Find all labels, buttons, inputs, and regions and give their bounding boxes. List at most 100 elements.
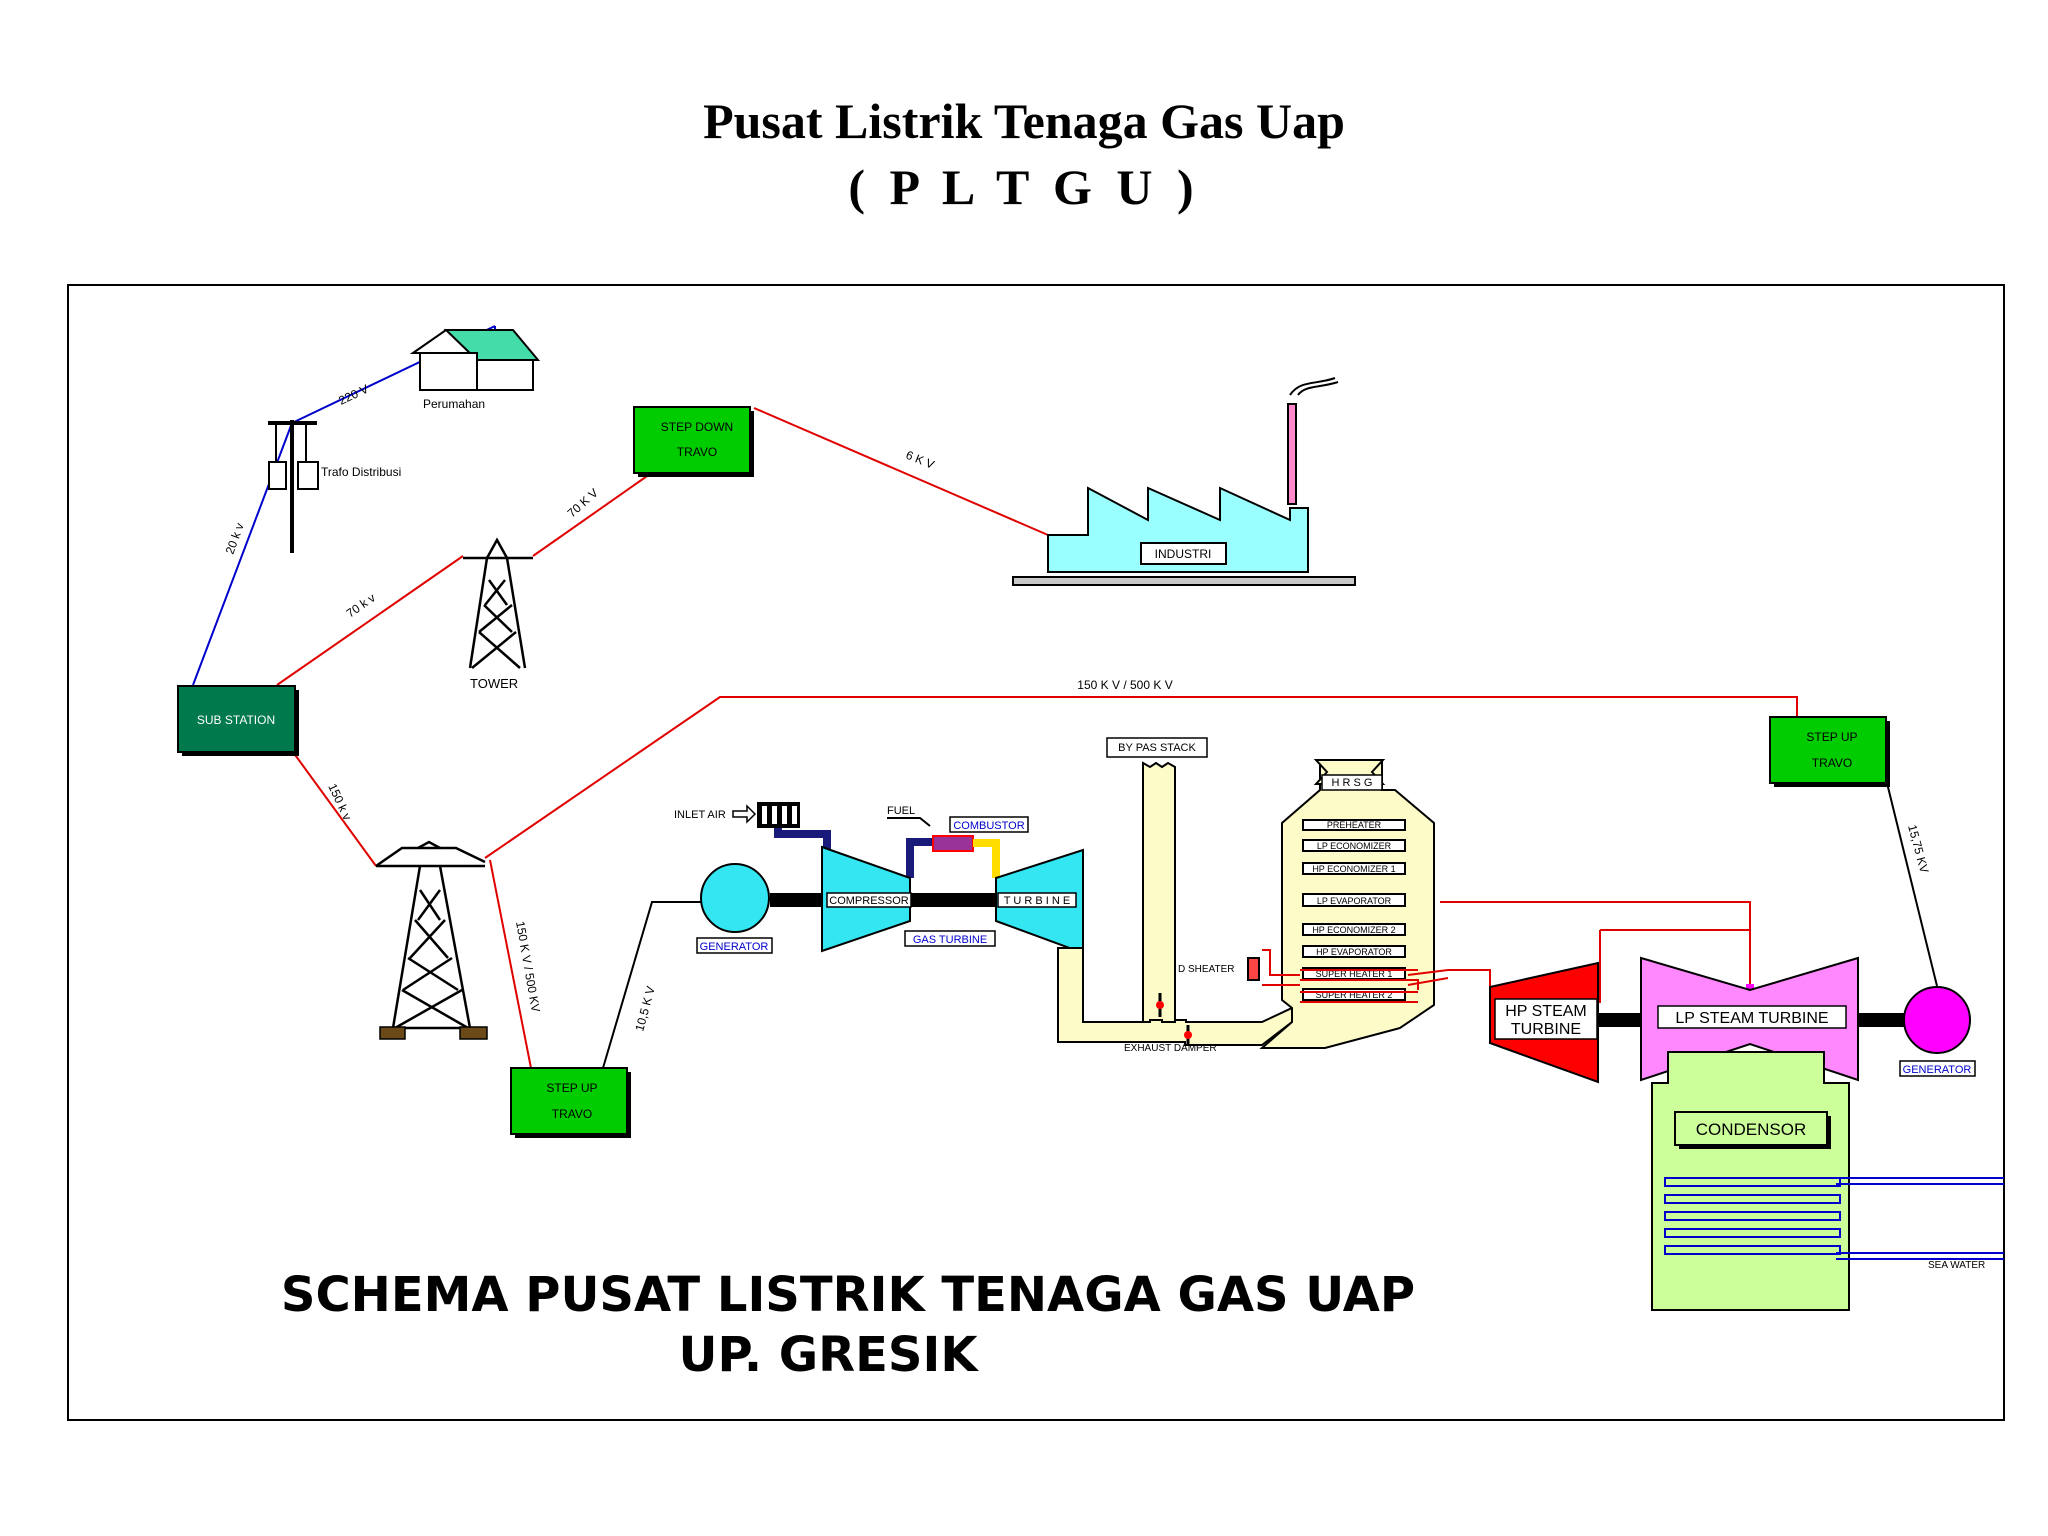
tower-footing-right — [459, 1026, 488, 1040]
ds-heater — [1247, 957, 1260, 981]
schema-caption: SCHEMA PUSAT LISTRIK TENAGA GAS UAP UP. … — [268, 1265, 1428, 1385]
label-hp-steam-line1: HP STEAM — [1505, 1003, 1587, 1020]
schema-caption-line2: UP. GRESIK — [678, 1327, 978, 1383]
hrsg-section-label: HP EVAPORATOR — [1316, 947, 1392, 957]
line-150-500kv-side — [489, 859, 532, 1069]
label-step-down: STEP DOWN — [661, 420, 733, 434]
step-up-travo-steam-box — [1769, 716, 1887, 784]
compressed-air-duct — [906, 838, 933, 878]
line-15-75kv — [1886, 782, 1938, 987]
condensor-body — [1651, 1051, 1850, 1311]
hrsg-section-inner — [1304, 925, 1404, 934]
sea-water-coil — [1664, 1177, 2004, 1260]
label-gas-generator: GENERATOR — [700, 941, 769, 953]
line-10-5kv — [602, 901, 703, 1069]
inlet-air-arrow — [732, 804, 757, 824]
line-6kv — [753, 407, 1049, 536]
label-bypass-stack: BY PAS STACK — [1118, 742, 1196, 754]
industry-building — [1012, 403, 1356, 586]
gas-generator-label-box — [696, 937, 773, 954]
step-up-travo-gas-box — [510, 1067, 628, 1135]
label-ds-heater: D SHEATER — [1178, 964, 1235, 975]
fuel-arrow — [887, 817, 931, 827]
hrsg-section-inner — [1304, 841, 1404, 850]
line-70kv-b — [532, 473, 651, 557]
label-step-up-steam-travo: TRAVO — [1812, 756, 1852, 770]
label-step-up-gas: STEP UP — [546, 1081, 597, 1095]
line-70kv-a — [276, 555, 464, 686]
steam-generator-label-box — [1899, 1060, 1976, 1077]
exhaust-duct — [1057, 947, 1293, 1046]
page-subtitle: ( P L T G U ) — [848, 159, 1200, 215]
label-lp-steam: LP STEAM TURBINE — [1675, 1010, 1828, 1027]
label-perumahan: Perumahan — [423, 397, 485, 411]
distribution-pole — [268, 420, 319, 553]
label-industri: INDUSTRI — [1155, 547, 1212, 561]
bypass-damper-valve — [1156, 1001, 1164, 1009]
gas-turbine-label-box — [904, 930, 996, 947]
label-sub-station: SUB STATION — [197, 713, 275, 727]
lp-steam-label-box — [1657, 1005, 1847, 1029]
exhaust-damper-valve — [1184, 1031, 1192, 1039]
label-compressor: COMPRESSOR — [829, 895, 909, 907]
hrsg-section-inner — [1304, 821, 1404, 829]
label-tower: TOWER — [470, 676, 518, 691]
air-duct — [774, 828, 831, 857]
hrsg-sections: PREHEATER LP ECONOMIZER HP ECONOMIZER 1 … — [1302, 819, 1406, 1001]
label-turbine: T U R B I N E — [1004, 895, 1070, 907]
hrsg-section-label: HP ECONOMIZER 1 — [1312, 864, 1395, 874]
page-title: Pusat Listrik Tenaga Gas Uap — [703, 93, 1345, 149]
line-150kv — [292, 751, 377, 867]
label-combustor: COMBUSTOR — [953, 820, 1024, 832]
tower-footing-left — [379, 1026, 406, 1040]
bypass-stack-label-box — [1106, 737, 1208, 758]
label-hp-steam-line2: TURBINE — [1511, 1021, 1581, 1038]
label-exhaust-damper: EXHAUST DAMPER — [1124, 1043, 1217, 1054]
steam-piping — [1262, 901, 1751, 1010]
hrsg-section-inner — [1304, 864, 1404, 873]
house — [409, 328, 541, 391]
label-gas-turbine: GAS TURBINE — [913, 934, 987, 946]
turbine-label-box — [997, 892, 1077, 908]
inlet-air-filter — [757, 802, 800, 828]
hrsg-label-box — [1321, 774, 1383, 791]
label-inlet-air: INLET AIR — [674, 809, 726, 821]
hp-steam-label-box — [1494, 998, 1598, 1040]
smoke-icon — [1289, 377, 1339, 396]
compressor-label-box — [826, 892, 912, 908]
label-step-up-steam: STEP UP — [1806, 730, 1857, 744]
label-sea-water: SEA WATER — [1928, 1260, 1985, 1271]
hrsg-section-inner — [1304, 895, 1404, 905]
hot-gas-duct — [973, 839, 1000, 878]
label-condensor: CONDENSOR — [1696, 1120, 1807, 1139]
condensor-label-box — [1674, 1111, 1828, 1146]
label-steam-generator: GENERATOR — [1903, 1064, 1972, 1076]
line-150-500kv-top — [484, 696, 1798, 859]
combustor-label-box — [949, 816, 1029, 833]
bypass-stack — [1142, 761, 1176, 1023]
label-step-up-gas-travo: TRAVO — [552, 1107, 592, 1121]
hrsg-section-label: LP EVAPORATOR — [1317, 896, 1392, 906]
big-tower — [375, 840, 486, 1030]
label-150-500kv-top: 150 K V / 500 K V — [1077, 678, 1172, 692]
hrsg-section-label: LP ECONOMIZER — [1317, 841, 1392, 851]
label-fuel: FUEL — [887, 805, 915, 817]
label-step-down-travo: TRAVO — [677, 445, 717, 459]
sub-station-box — [177, 685, 296, 753]
hrsg-section-label: HP ECONOMIZER 2 — [1312, 925, 1395, 935]
hrsg-section-inner — [1304, 990, 1404, 999]
hrsg-section-label: SUPER HEATER 1 — [1316, 969, 1393, 979]
schema-caption-line1: SCHEMA PUSAT LISTRIK TENAGA GAS UAP — [280, 1267, 1416, 1323]
gas-generator — [700, 863, 770, 933]
combustor — [932, 835, 974, 852]
steam-generator — [1903, 986, 1971, 1054]
hrsg-section-inner — [1304, 947, 1404, 956]
industri-label-box — [1140, 542, 1227, 565]
label-hrsg: H R S G — [1332, 777, 1373, 789]
label-trafo-distribusi: Trafo Distribusi — [321, 465, 401, 479]
hrsg-section-inner — [1304, 969, 1404, 978]
hrsg-section-label: PREHEATER — [1327, 820, 1382, 830]
step-down-travo-box — [633, 406, 751, 474]
small-tower — [463, 537, 533, 669]
